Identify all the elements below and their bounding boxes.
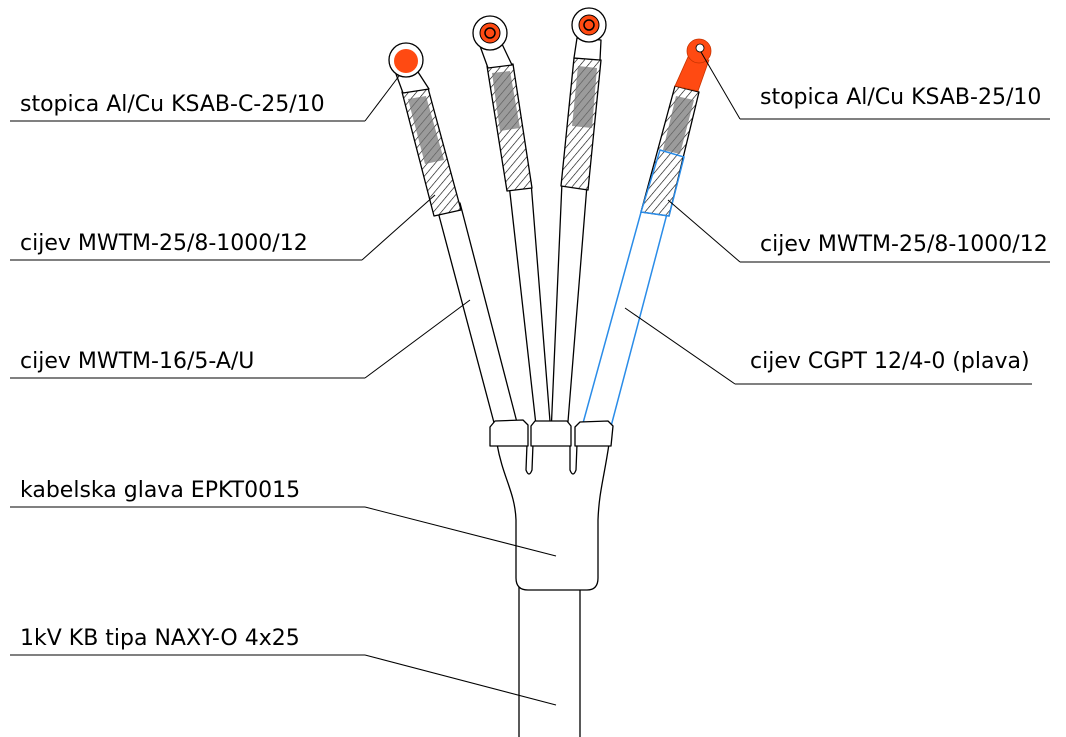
boot-finger-cuff-middle — [530, 420, 572, 447]
lug-hole-3 — [583, 19, 595, 31]
core-hatch-1 — [408, 96, 444, 164]
callout-cable: 1kV KB tipa NAXY-O 4x25 — [10, 626, 557, 706]
insulation-tube-2 — [508, 181, 552, 435]
insulation-tube-1 — [436, 202, 521, 435]
conductor-1 — [388, 42, 521, 435]
label-sleeve-left: cijev MWTM-25/8-1000/12 — [20, 231, 308, 256]
leader-breakout-boot — [364, 506, 557, 557]
callout-lug-left: stopica Al/Cu KSAB-C-25/10 — [10, 75, 400, 122]
main-cable — [518, 585, 581, 737]
core-hatch-4 — [663, 96, 694, 154]
conductor-2 — [472, 15, 552, 435]
insulation-tube-3 — [550, 181, 588, 435]
callout-lug-right: stopica Al/Cu KSAB-25/10 — [700, 51, 1050, 120]
label-lug-right: stopica Al/Cu KSAB-25/10 — [760, 85, 1041, 110]
callout-tube-blue: cijev CGPT 12/4-0 (plava) — [624, 307, 1032, 385]
leader-sleeve-left — [361, 194, 436, 261]
insulation-tube-4-blue — [579, 204, 669, 435]
callout-sleeve-left: cijev MWTM-25/8-1000/12 — [10, 194, 436, 261]
callout-sleeve-right: cijev MWTM-25/8-1000/12 — [667, 199, 1050, 263]
leader-tube-small — [364, 299, 471, 379]
boot-finger-cuff-left — [489, 419, 529, 447]
lug-contact-1 — [394, 49, 418, 73]
label-tube-blue: cijev CGPT 12/4-0 (plava) — [750, 349, 1030, 374]
label-breakout-boot: kabelska glava EPKT0015 — [20, 478, 300, 503]
leader-lug-right — [700, 51, 741, 120]
callout-breakout-boot: kabelska glava EPKT0015 — [10, 478, 557, 557]
core-hatch-3 — [572, 66, 597, 128]
breakout-boot-body — [496, 443, 610, 591]
sleeve-4-blue-outline — [640, 149, 685, 217]
conductor-4 — [579, 38, 712, 435]
core-hatch-2 — [492, 71, 520, 131]
label-sleeve-right: cijev MWTM-25/8-1000/12 — [760, 232, 1048, 257]
callout-tube-small: cijev MWTM-16/5-A/U — [10, 299, 471, 379]
lug-hole-4 — [695, 43, 705, 53]
leader-lug-left — [364, 75, 400, 122]
leader-tube-blue — [624, 307, 736, 385]
label-cable: 1kV KB tipa NAXY-O 4x25 — [20, 626, 300, 651]
leader-sleeve-right — [667, 199, 741, 263]
label-lug-left: stopica Al/Cu KSAB-C-25/10 — [20, 92, 325, 117]
boot-finger-cuff-right — [574, 420, 614, 447]
lug-hole-2 — [484, 27, 496, 39]
breakout-boot — [489, 419, 614, 591]
label-tube-small: cijev MWTM-16/5-A/U — [20, 349, 254, 374]
leader-cable — [364, 654, 557, 706]
main-cable-body — [519, 585, 580, 737]
conductor-3 — [550, 7, 607, 435]
